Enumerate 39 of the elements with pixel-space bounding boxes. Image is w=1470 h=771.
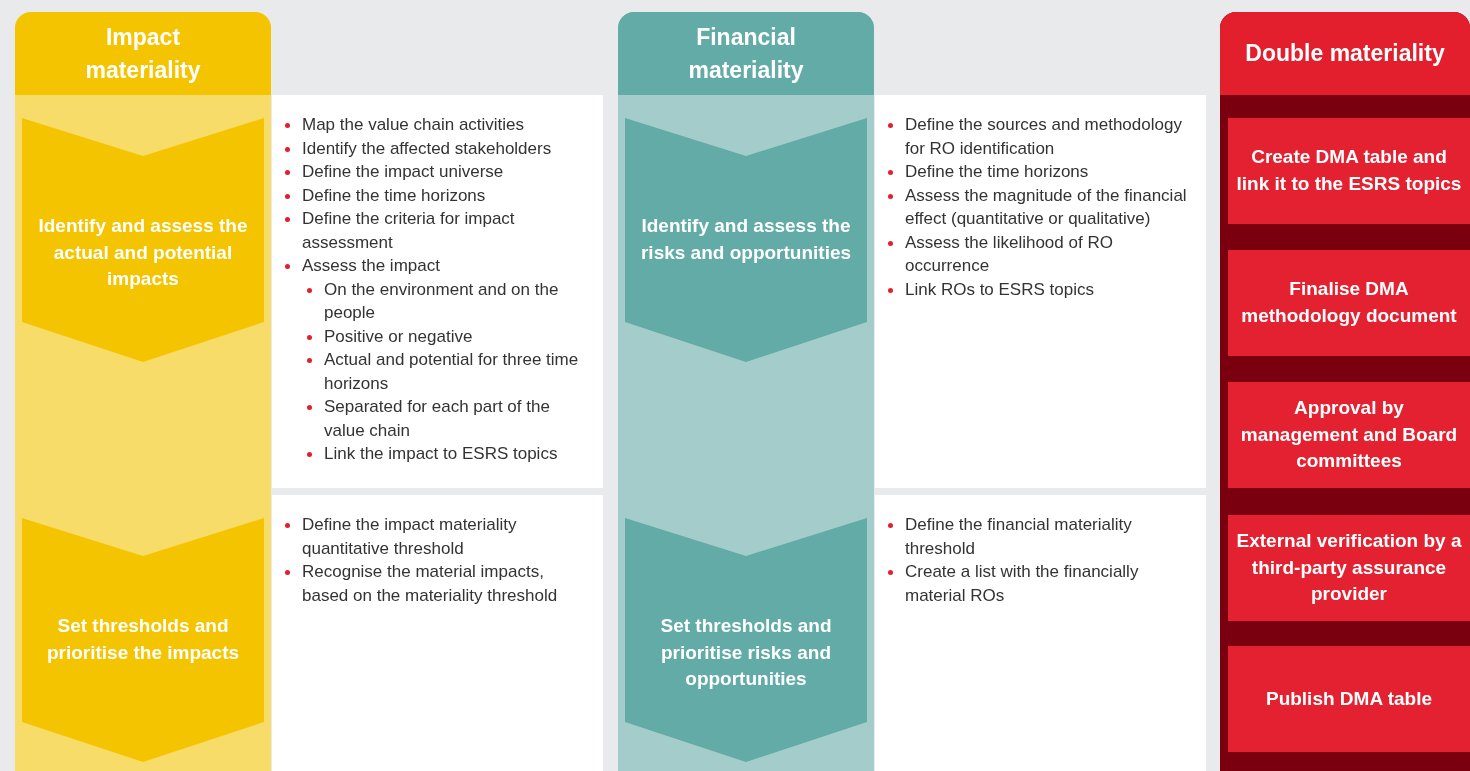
bullet-item: Recognise the material impacts, based on the materiality threshold: [282, 560, 593, 607]
bullet-item: Identify the affected stakeholders: [282, 136, 593, 160]
bullet-item: Map the value chain activities: [282, 113, 593, 137]
column-band: [618, 12, 874, 771]
column-heading: Financial materiality: [618, 12, 874, 95]
bullet-item: Link ROs to ESRS topics: [885, 277, 1196, 301]
bullet-item: Define the impact materiality quantitative threshold: [282, 513, 593, 560]
bullet-item: Actual and potential for three time horizons: [304, 348, 593, 395]
column-band: [15, 12, 271, 771]
bullet-item: Define the time horizons: [885, 160, 1196, 184]
bullet-item: Define the sources and methodology for RO identification: [885, 113, 1196, 160]
column-heading: Impact materiality: [15, 12, 271, 95]
bullet-item: Assess the impact: [282, 254, 593, 278]
column-heading: Double materiality: [1220, 12, 1470, 95]
bullet-item: Positive or negative: [304, 324, 593, 348]
step-label: Identify and assess the risks and opportunities: [639, 214, 853, 265]
text-panel: [875, 95, 1206, 488]
bullet-item: On the environment and on the people: [304, 277, 593, 325]
bullet-item: Define the criteria for impact assessment: [282, 207, 593, 254]
text-panel: [272, 95, 603, 488]
bullet-item: Separated for each part of the value chain: [304, 395, 593, 442]
step-label: Set thresholds and prioritise risks and opportunities: [659, 614, 833, 692]
bullet-item: Define the impact universe: [282, 160, 593, 184]
step-label: Set thresholds and prioritise the impacts: [45, 614, 241, 665]
step-box: Approval by management and Board committees: [1228, 382, 1470, 488]
bullet-item: Link the impact to ESRS topics: [304, 442, 593, 466]
bullet-item: Assess the magnitude of the financial effect (quantitative or qualitative): [885, 183, 1196, 231]
step-box: Finalise DMA methodology document: [1228, 250, 1470, 356]
bullet-item: Assess the likelihood of RO occurrence: [885, 230, 1196, 278]
text-panel: [875, 495, 1206, 771]
step-box: External verification by a third-party assurance provider: [1228, 515, 1470, 621]
text-panel: [272, 495, 603, 771]
step-box: Publish DMA table: [1228, 646, 1470, 752]
step-label: Identify and assess the actual and potential impacts: [37, 214, 249, 292]
column-band: [1220, 12, 1470, 771]
bullet-item: Create a list with the financially material ROs: [885, 560, 1196, 607]
bullet-item: Define the time horizons: [282, 183, 593, 207]
bullet-item: Define the financial materiality threshold: [885, 513, 1196, 560]
step-box: Create DMA table and link it to the ESRS topics: [1228, 118, 1470, 224]
